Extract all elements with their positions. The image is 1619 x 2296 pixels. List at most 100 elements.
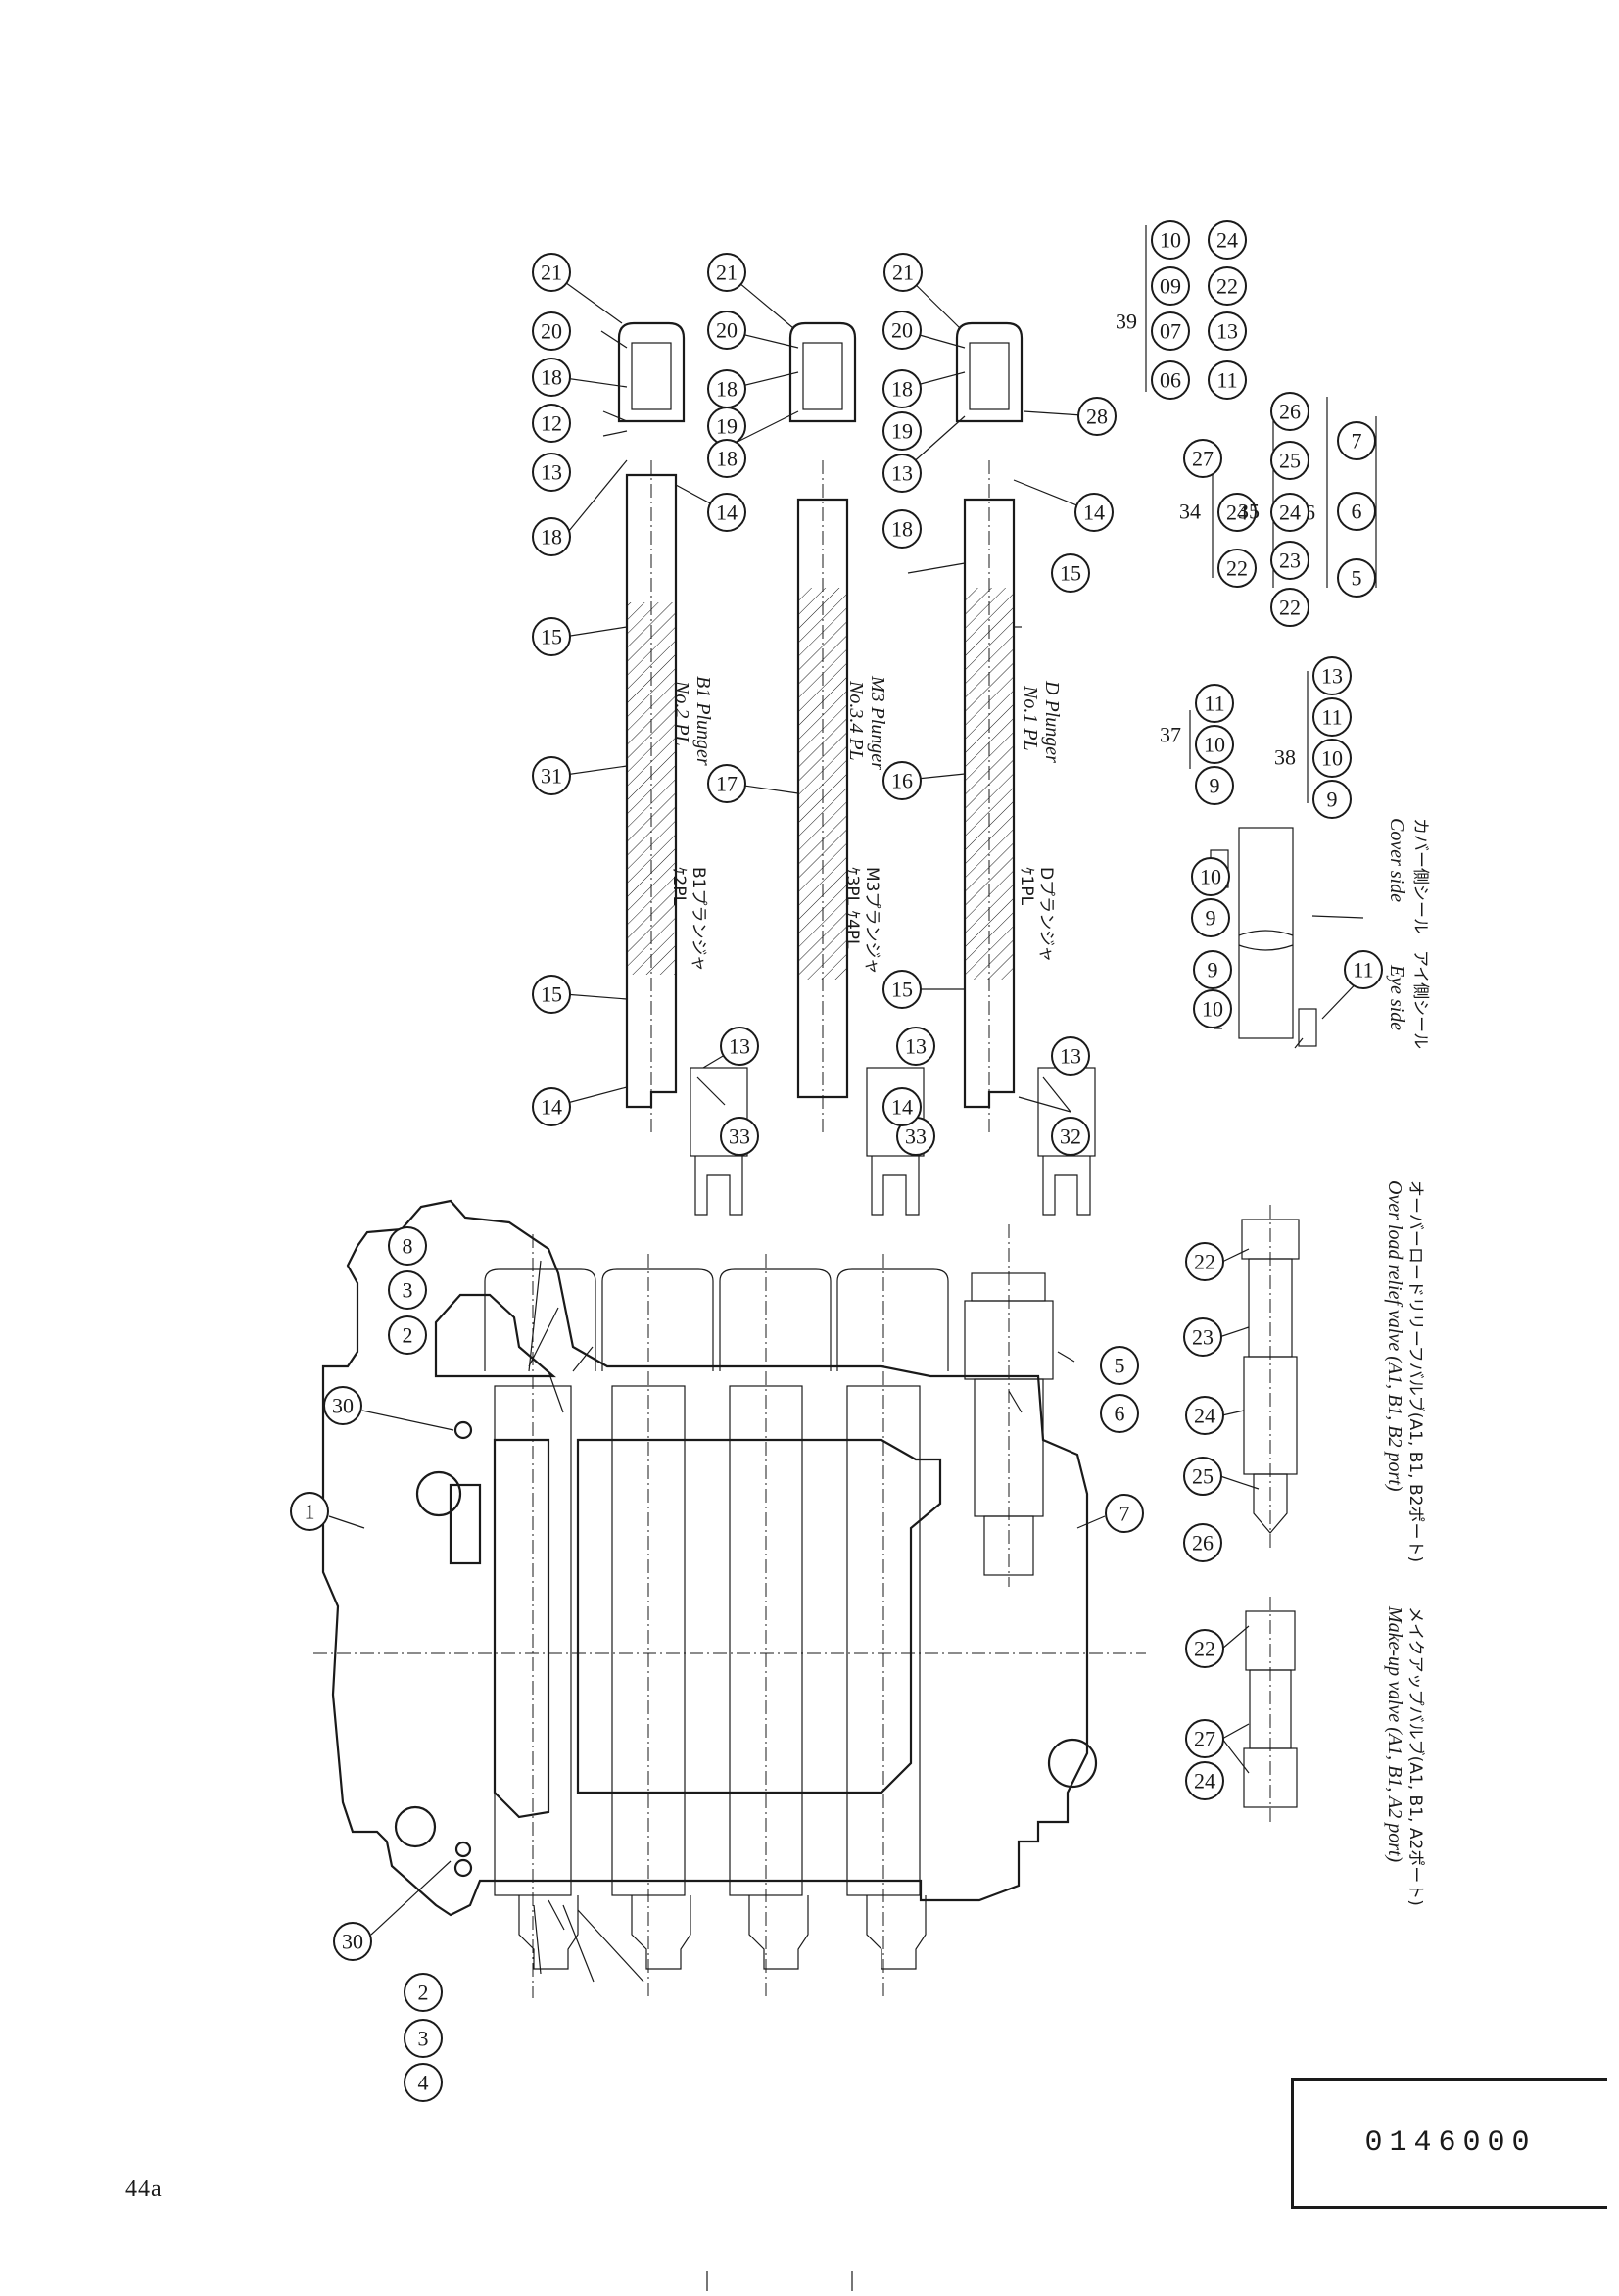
callout-number: 2 — [403, 1323, 413, 1348]
callout-number: 15 — [541, 625, 562, 649]
callout-number: 19 — [716, 414, 738, 439]
callout-28: 28 — [1077, 397, 1117, 436]
svg-text:11: 11 — [1216, 368, 1237, 393]
callout-number: 32 — [1060, 1124, 1081, 1149]
eye-clevis-b1 — [690, 1067, 748, 1216]
callout-11-seal: 11 — [1344, 950, 1383, 989]
b1-plunger-no-jp: ｹ2PL — [669, 867, 689, 906]
valve-body-section — [313, 1199, 1146, 1998]
callout-20-m3: 20 — [707, 311, 746, 350]
svg-text:24: 24 — [1226, 501, 1248, 525]
cap-m3 — [788, 321, 857, 423]
callout-number: 18 — [541, 365, 562, 390]
d-plunger-no-en: No.1 PL — [1020, 685, 1041, 751]
svg-text:9: 9 — [1327, 788, 1338, 812]
callout-number: 16 — [891, 769, 913, 793]
kit-36: 36 26 25 24 23 22 — [1270, 392, 1328, 627]
callout-21-d: 21 — [883, 253, 923, 292]
callout-number: 21 — [541, 261, 562, 285]
callout-7-body: 7 — [1105, 1494, 1144, 1533]
kit-number: 37 — [1160, 723, 1181, 747]
callout-10-cover: 10 — [1191, 857, 1230, 896]
svg-text:5: 5 — [1352, 566, 1362, 591]
svg-text:23: 23 — [1279, 549, 1301, 573]
callout-3-bottom: 3 — [404, 2019, 443, 2058]
callout-number: 12 — [541, 411, 562, 436]
make-up-valve — [1243, 1597, 1298, 1822]
callout-18-m3: 18 — [707, 369, 746, 408]
svg-text:25: 25 — [1279, 449, 1301, 473]
callout-number: 3 — [418, 2027, 429, 2051]
svg-text:24: 24 — [1279, 501, 1301, 525]
callout-20-b1: 20 — [532, 311, 571, 351]
callout-18-m3-lower: 18 — [707, 439, 746, 478]
cap-b1 — [617, 321, 686, 423]
callout-18-b1-lower: 18 — [532, 517, 571, 556]
svg-text:09: 09 — [1160, 274, 1181, 299]
callout-number: 14 — [541, 1095, 562, 1120]
callout-number: 13 — [891, 461, 913, 486]
callout-number: 22 — [1194, 1250, 1215, 1274]
callout-number: 13 — [1060, 1044, 1081, 1069]
b1-plunger-no-en: No.2 PL — [671, 680, 692, 746]
make-up-label-en: Make-up valve (A1, B1, A2 port) — [1384, 1605, 1405, 1863]
cover-side-label-en: Cover side — [1386, 818, 1407, 902]
d-plunger-no-jp: ｹ1PL — [1017, 867, 1036, 906]
callout-33-b: 33 — [896, 1117, 935, 1156]
overload-relief-label-jp: オーバーロードリリーフバルブ(A1, B1, B2ポート) — [1405, 1180, 1426, 1562]
kit-number: 34 — [1179, 500, 1201, 524]
callout-number: 20 — [891, 318, 913, 343]
svg-text:06: 06 — [1160, 368, 1181, 393]
callout-3-top: 3 — [388, 1270, 427, 1310]
callout-4: 4 — [404, 2063, 443, 2102]
callout-2-bottom: 2 — [404, 1973, 443, 2012]
m3-plunger-no-en: No.3.4 PL — [845, 680, 867, 761]
callout-number: 28 — [1086, 405, 1108, 429]
callout-24-makeup: 24 — [1185, 1761, 1224, 1800]
plunger-assemblies — [617, 321, 1096, 1216]
d-plunger-label-jp: Dプランジャ — [1036, 867, 1056, 962]
callout-10-eye: 10 — [1193, 989, 1232, 1028]
callout-19-d: 19 — [882, 411, 922, 451]
m3-plunger-label-en: M3 Plunger — [867, 675, 888, 770]
callout-number: 13 — [729, 1034, 750, 1059]
svg-text:26: 26 — [1279, 400, 1301, 424]
overload-relief-valve — [1241, 1205, 1300, 1548]
callout-number: 15 — [891, 978, 913, 1002]
svg-text:9: 9 — [1210, 774, 1220, 798]
kit-5-6-7: 7 6 5 — [1337, 416, 1377, 598]
kit-number: 35 — [1238, 500, 1260, 524]
callout-number: 20 — [716, 318, 738, 343]
callout-number: 22 — [1194, 1637, 1215, 1661]
kit-number: 38 — [1274, 745, 1296, 770]
kit-number: 39 — [1116, 310, 1137, 334]
callout-18-d: 18 — [882, 369, 922, 408]
svg-text:6: 6 — [1352, 500, 1362, 524]
callout-15-b1-upper: 15 — [532, 617, 571, 656]
callout-number: 24 — [1194, 1404, 1215, 1428]
callout-number: 21 — [892, 261, 914, 285]
callout-17: 17 — [707, 764, 746, 803]
callout-number: 15 — [541, 982, 562, 1007]
callout-18-d-lower: 18 — [882, 509, 922, 549]
svg-text:22: 22 — [1279, 596, 1301, 620]
callout-number: 10 — [1200, 865, 1221, 889]
kit-37: 37 11 10 9 — [1160, 684, 1234, 805]
callout-13-eye2: 13 — [896, 1027, 935, 1066]
callout-number: 25 — [1192, 1464, 1214, 1489]
callout-number: 18 — [891, 377, 913, 402]
overload-relief-label-en: Over load relief valve (A1, B1, B2 port) — [1384, 1180, 1405, 1492]
callout-21-b1: 21 — [532, 253, 571, 292]
callout-31: 31 — [532, 756, 571, 795]
callout-number: 15 — [1060, 561, 1081, 586]
kit-39: 39 10 09 07 06 24 22 13 11 — [1116, 220, 1247, 400]
callout-number: 23 — [1192, 1325, 1214, 1350]
callout-6-body: 6 — [1100, 1394, 1139, 1433]
callout-number: 5 — [1115, 1354, 1125, 1378]
callout-14-b1: 14 — [532, 1087, 571, 1126]
callout-13-eye1: 13 — [720, 1027, 759, 1066]
callout-13-b1: 13 — [532, 453, 571, 492]
callout-number: 17 — [716, 772, 738, 796]
svg-text:24: 24 — [1216, 228, 1238, 253]
